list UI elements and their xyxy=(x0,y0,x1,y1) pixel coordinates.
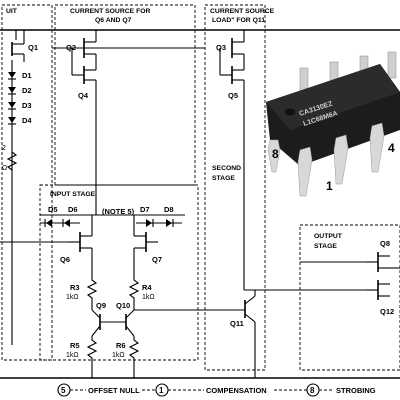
q2-label: Q2 xyxy=(66,43,76,52)
q9-transistor xyxy=(91,309,101,337)
q10-label: Q10 xyxy=(116,301,130,310)
r6-value: 1kΩ xyxy=(112,352,125,359)
r3-value: 1kΩ xyxy=(66,294,79,301)
d3-label: D3 xyxy=(22,101,32,110)
chip-pin1-label: 1 xyxy=(326,179,333,193)
pin-8-label: STROBING xyxy=(336,386,376,395)
pin-5-label: OFFSET NULL xyxy=(88,386,140,395)
d7-label: D7 xyxy=(140,205,150,214)
left-fragment-label-bottom: Ω xyxy=(2,165,7,172)
q8-label: Q8 xyxy=(380,239,390,248)
pin-8-number: 8 xyxy=(310,386,315,395)
q7-transistor xyxy=(133,215,158,275)
q11-label: Q11 xyxy=(230,319,244,328)
r4-label: R4 xyxy=(142,283,152,292)
current-source-load-box xyxy=(204,4,266,371)
pin-1-number: 1 xyxy=(159,386,164,395)
second-stage-title-2: STAGE xyxy=(212,175,235,182)
left-fragment-label-top: 2 xyxy=(2,145,6,152)
r3-resistor xyxy=(86,275,98,310)
diodes-d5-d6 xyxy=(40,219,80,227)
d1-label: D1 xyxy=(22,71,32,80)
output-stage-title-2: STAGE xyxy=(314,243,337,250)
q11-transistor xyxy=(244,289,300,378)
q12-transistor xyxy=(300,280,390,300)
output-stage-title: OUTPUT xyxy=(314,233,343,240)
current-source-q6q7-title-2: Q6 AND Q7 xyxy=(95,17,132,24)
dip8-chip-image xyxy=(266,51,400,197)
chip-pin4-label: 4 xyxy=(388,141,395,155)
q4-label: Q4 xyxy=(78,91,89,100)
d4-label: D4 xyxy=(22,116,32,125)
pin-1-label: COMPENSATION xyxy=(206,386,267,395)
diode-chain xyxy=(8,72,16,125)
q7-label: Q7 xyxy=(152,255,162,264)
chip-pin8-label: 8 xyxy=(272,147,279,161)
r4-resistor xyxy=(128,275,140,310)
r6-label: R6 xyxy=(116,341,126,350)
d6-label: D6 xyxy=(68,205,78,214)
r5-label: R5 xyxy=(70,341,80,350)
pin-5-number: 5 xyxy=(61,386,66,395)
diodes-d7-d8 xyxy=(136,219,182,227)
current-source-q6q7-title: CURRENT SOURCE FOR xyxy=(70,8,151,15)
input-stage-box xyxy=(39,184,199,361)
q10-transistor xyxy=(100,309,245,337)
r5-value: 1kΩ xyxy=(66,352,79,359)
r5-resistor xyxy=(86,336,98,378)
q1-label: Q1 xyxy=(28,43,38,52)
left-circuit-box xyxy=(1,4,53,361)
q2-transistor xyxy=(83,30,97,64)
current-source-load-title: CURRENT SOURCE xyxy=(210,8,275,15)
q3-label: Q3 xyxy=(216,43,226,52)
note-5-label: (NOTE 5) xyxy=(102,207,135,216)
d5-label: D5 xyxy=(48,205,58,214)
q9-label: Q9 xyxy=(96,301,106,310)
q5-transistor xyxy=(219,48,245,290)
q3-transistor xyxy=(231,30,245,64)
q6-transistor xyxy=(0,215,93,275)
q4-transistor xyxy=(71,48,97,215)
q6-label: Q6 xyxy=(60,255,70,264)
current-source-load-title-2: LOAD" FOR Q11 xyxy=(212,17,265,24)
left-fragment-resistor xyxy=(6,151,18,171)
r3-label: R3 xyxy=(70,283,80,292)
current-source-q6-q7-box xyxy=(54,4,196,186)
q5-label: Q5 xyxy=(228,91,238,100)
r6-resistor xyxy=(128,336,140,378)
output-stage-box xyxy=(299,224,400,371)
circuit-fragment-label: UIT xyxy=(6,8,18,15)
r4-value: 1kΩ xyxy=(142,294,155,301)
d8-label: D8 xyxy=(164,205,174,214)
q12-label: Q12 xyxy=(380,307,394,316)
second-stage-title: SECOND xyxy=(212,165,241,172)
q1-transistor xyxy=(11,30,25,62)
d2-label: D2 xyxy=(22,86,32,95)
input-stage-title: INPUT STAGE xyxy=(50,191,96,198)
q8-transistor xyxy=(300,252,400,272)
